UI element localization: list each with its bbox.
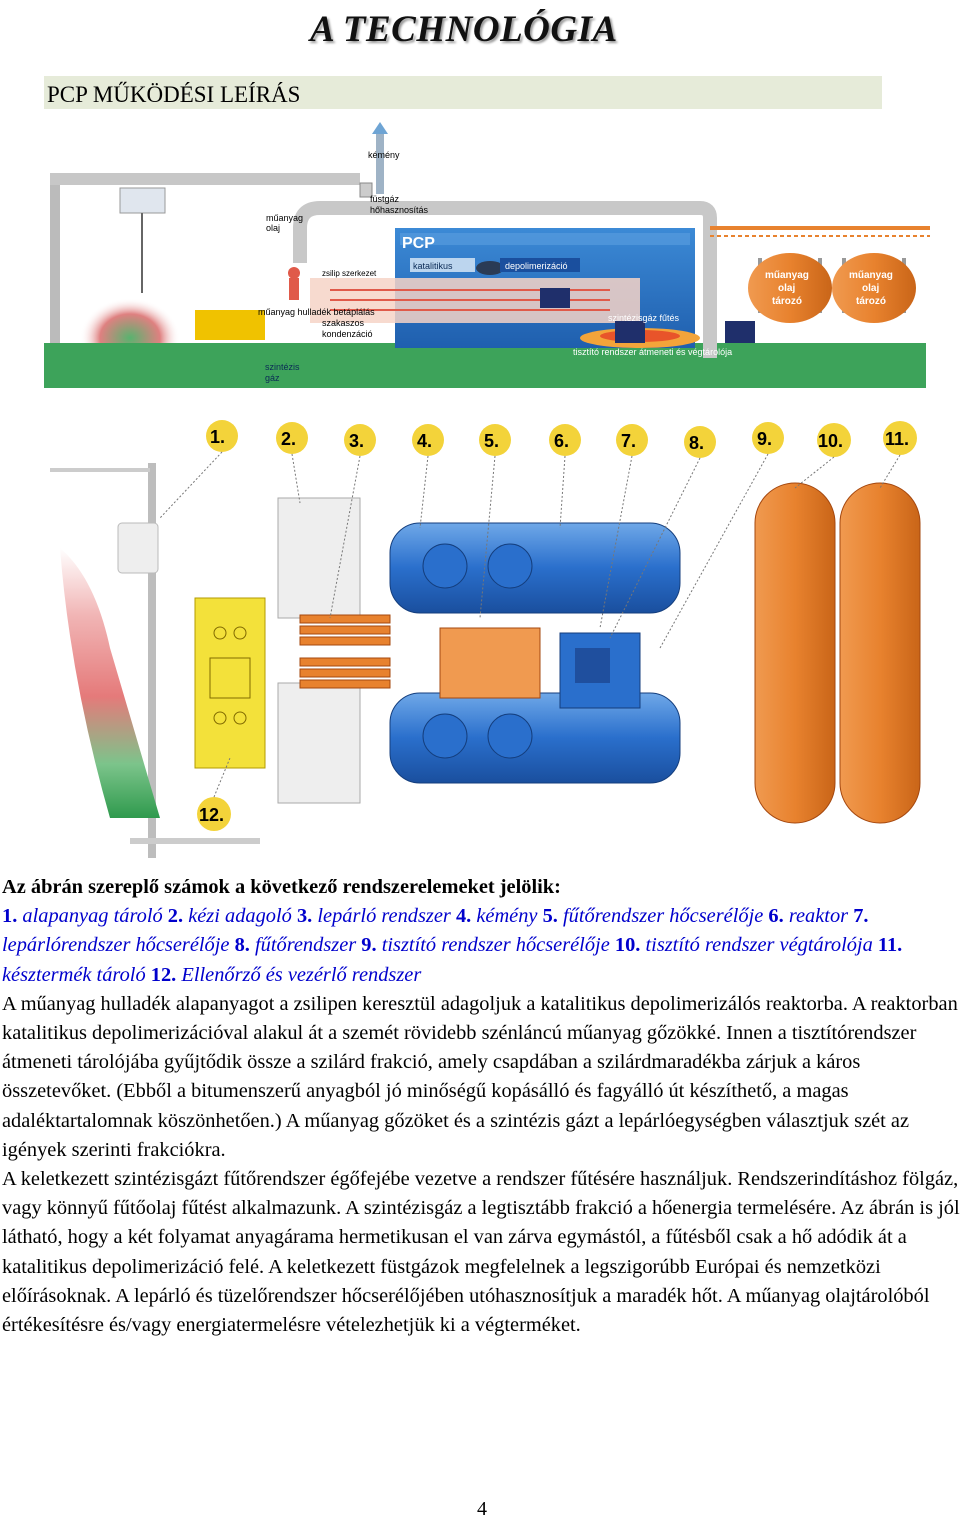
label-tank2-1: műanyag — [849, 270, 893, 281]
badge-11: 11. — [883, 421, 917, 455]
oil-tank-top-2 — [832, 253, 916, 323]
label-fustgaz: füstgáz — [370, 194, 400, 204]
svg-text:8.: 8. — [689, 433, 704, 453]
badge-5: 5. — [479, 424, 511, 456]
plant-top-view — [50, 463, 921, 858]
badge-10: 10. — [817, 423, 851, 457]
product-storage-tank — [839, 482, 921, 824]
label-olaj-2: olaj — [266, 223, 280, 233]
label-szintezis-2: gáz — [265, 373, 280, 383]
label-olaj-1: műanyag — [266, 213, 303, 223]
label-hulladek: műanyag hulladék betáplálás — [258, 307, 375, 317]
badge-8: 8. — [684, 426, 716, 458]
svg-text:3.: 3. — [349, 431, 364, 451]
body-paragraph-1: A műanyag hulladék alapanyagot a zsilipe… — [2, 992, 958, 1161]
label-tank2-3: tározó — [856, 296, 886, 307]
svg-text:4.: 4. — [417, 431, 432, 451]
page-title: A TECHNOLÓGIA — [310, 9, 618, 50]
label-szintezis-1: szintézis — [265, 362, 300, 372]
section-title-bar — [44, 76, 882, 109]
end-storage-tank — [754, 482, 836, 824]
caption: Az ábrán szereplő számok a következő ren… — [2, 873, 960, 1340]
label-pcp: PCP — [402, 235, 435, 252]
label-kemeny: kémény — [368, 150, 400, 160]
label-tank1-1: műanyag — [765, 270, 809, 281]
svg-text:6.: 6. — [554, 431, 569, 451]
label-hohasznositas: hőhasznosítás — [370, 205, 429, 215]
technology-diagram: kémény füstgáz hőhasznosítás műanyag ola… — [44, 122, 930, 858]
oil-tank-top-1 — [748, 253, 832, 323]
svg-text:11.: 11. — [885, 429, 909, 449]
badge-7: 7. — [616, 424, 648, 456]
page-number: 4 — [477, 1498, 487, 1520]
svg-text:10.: 10. — [818, 431, 843, 451]
svg-text:1.: 1. — [210, 427, 225, 447]
badge-9: 9. — [752, 422, 784, 454]
badge-6: 6. — [549, 424, 581, 456]
legend: 1. alapanyag tároló 2. kézi adagoló 3. l… — [2, 905, 903, 986]
body-paragraph-2: A keletkezett szintézisgázt fűtőrendszer… — [2, 1168, 960, 1337]
badge-2: 2. — [276, 422, 308, 454]
section-title: PCP MŰKÖDÉSI LEÍRÁS — [47, 82, 301, 107]
svg-text:5.: 5. — [484, 431, 499, 451]
badge-1: 1. — [206, 420, 238, 452]
label-tank2-2: olaj — [862, 283, 879, 294]
badge-4: 4. — [412, 424, 444, 456]
label-depolimerizacio: depolimerizáció — [505, 261, 568, 271]
svg-text:7.: 7. — [621, 431, 636, 451]
badge-3: 3. — [344, 424, 376, 456]
label-szakaszos-2: kondenzáció — [322, 329, 373, 339]
label-szakaszos-1: szakaszos — [322, 318, 365, 328]
label-tank1-3: tározó — [772, 296, 802, 307]
label-katalitikus: katalitikus — [413, 261, 453, 271]
svg-text:12.: 12. — [199, 805, 224, 825]
number-badges: 1. 2. 3. 4. 5. 6. 7. 8. 9. 10. 11. 12. — [197, 420, 917, 831]
legend-heading: Az ábrán szereplő számok a következő ren… — [2, 876, 561, 898]
svg-text:9.: 9. — [757, 429, 772, 449]
label-tank1-2: olaj — [778, 283, 795, 294]
plant-overview: kémény füstgáz hőhasznosítás műanyag ola… — [44, 122, 930, 388]
badge-12: 12. — [197, 797, 231, 831]
svg-text:2.: 2. — [281, 429, 296, 449]
label-tisztito: tisztító rendszer átmeneti és végtárolój… — [573, 347, 732, 357]
label-zsilip: zsilip szerkezet — [322, 269, 377, 278]
label-szintezisgaz-futes: szintézisgáz fűtés — [608, 313, 680, 323]
